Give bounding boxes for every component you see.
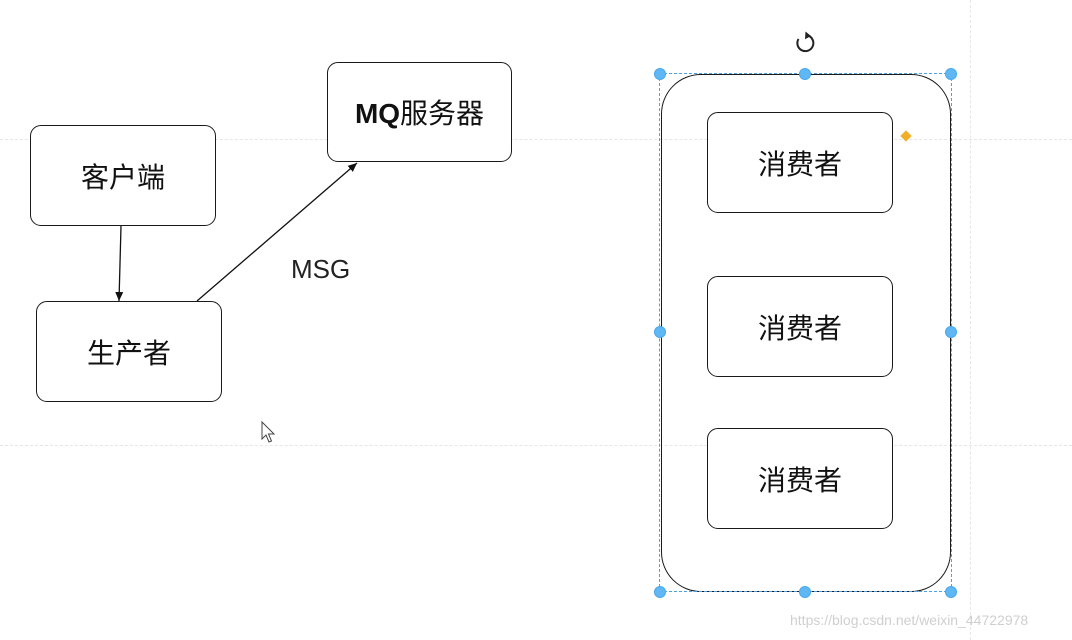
producer-node-label: 生产者 <box>86 336 171 370</box>
guide-line-horizontal <box>0 139 1072 140</box>
consumer-node-label: 消费者 <box>757 311 842 345</box>
consumer-node[interactable]: 消费者 <box>707 112 893 213</box>
mq-server-label-bold: MQ <box>354 98 401 129</box>
consumer-node[interactable]: 消费者 <box>707 276 893 377</box>
consumer-node-label: 消费者 <box>757 463 842 497</box>
watermark: https://blog.csdn.net/weixin_44722978 <box>790 612 1029 628</box>
resize-handle-top-center[interactable] <box>799 68 811 80</box>
mq-server-label-rest: 服务器 <box>400 97 485 130</box>
guide-line-horizontal <box>0 445 1072 446</box>
edge-label-msg: MSG <box>291 254 351 284</box>
producer-node[interactable]: 生产者 <box>36 301 222 402</box>
client-node-label: 客户端 <box>80 160 165 194</box>
cursor-icon <box>261 420 276 443</box>
guide-line-vertical <box>970 0 971 640</box>
consumer-node[interactable]: 消费者 <box>707 428 893 529</box>
resize-handle-bottom-left[interactable] <box>654 586 666 598</box>
edge-client-to-producer[interactable] <box>115 225 124 302</box>
edge-producer-to-mq[interactable] <box>196 162 358 302</box>
client-node[interactable]: 客户端 <box>30 125 216 226</box>
resize-handle-top-right[interactable] <box>945 68 957 80</box>
resize-handle-top-left[interactable] <box>654 68 666 80</box>
resize-handle-middle-right[interactable] <box>945 326 957 338</box>
consumer-node-label: 消费者 <box>757 147 842 181</box>
mq-server-node[interactable]: MQ服务器 <box>327 62 512 162</box>
rotate-icon[interactable] <box>796 31 815 53</box>
mq-server-label: MQ服务器 <box>355 92 484 132</box>
resize-handle-middle-left[interactable] <box>654 326 666 338</box>
resize-handle-bottom-right[interactable] <box>945 586 957 598</box>
selection-outline <box>659 73 952 592</box>
resize-handle-bottom-center[interactable] <box>799 586 811 598</box>
